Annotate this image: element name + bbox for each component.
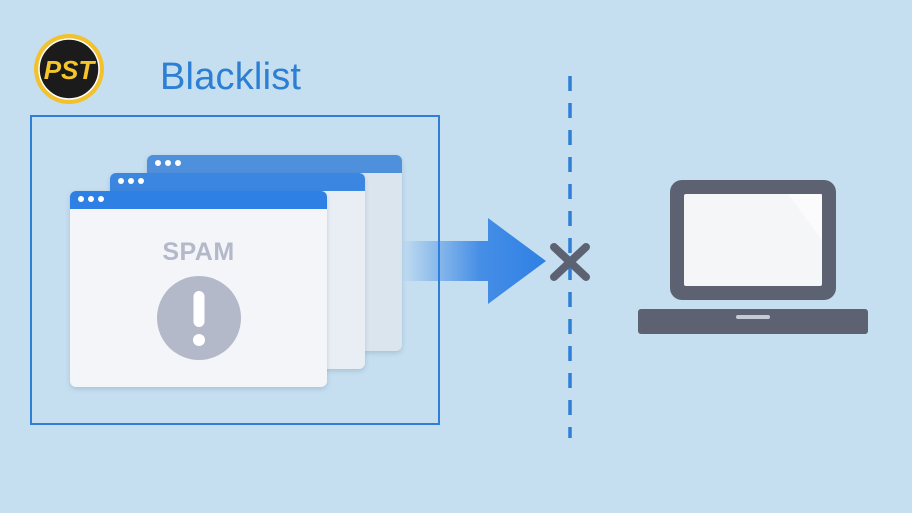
spam-label: SPAM <box>162 238 235 266</box>
dot-icon <box>128 178 134 184</box>
window-dots <box>118 178 144 184</box>
dashed-divider <box>568 76 572 438</box>
logo-text: PST <box>44 55 97 85</box>
laptop-icon <box>638 180 868 334</box>
dot-icon <box>98 196 104 202</box>
warning-exclamation-icon <box>157 276 241 360</box>
close-x-icon <box>550 243 590 281</box>
dot-icon <box>138 178 144 184</box>
pst-logo-icon: PST <box>34 34 104 104</box>
window-dots <box>78 196 104 202</box>
window-titlebar <box>110 173 365 191</box>
window-dots <box>155 160 181 166</box>
spam-window-front: SPAM <box>70 191 327 387</box>
window-titlebar <box>70 191 327 209</box>
page-title: Blacklist <box>160 56 302 98</box>
window-titlebar <box>147 155 402 173</box>
dot-icon <box>155 160 161 166</box>
dot-icon <box>78 196 84 202</box>
dot-icon <box>165 160 171 166</box>
dot-icon <box>88 196 94 202</box>
dot-icon <box>118 178 124 184</box>
dot-icon <box>175 160 181 166</box>
right-arrow-icon <box>400 218 546 304</box>
